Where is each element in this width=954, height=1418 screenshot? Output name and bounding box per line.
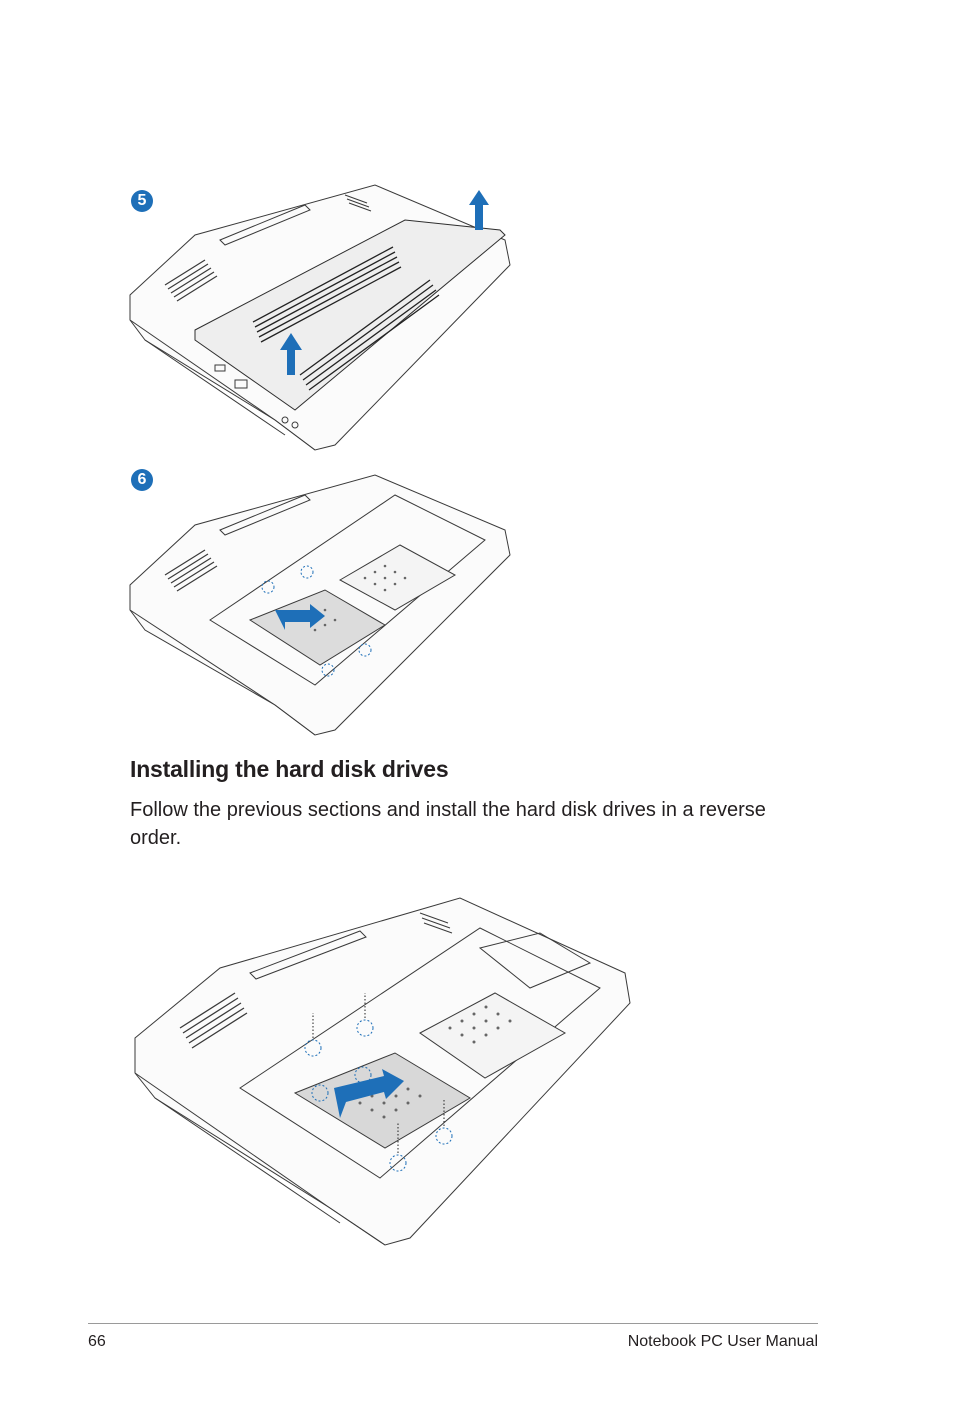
step-5-badge: 5 — [131, 190, 153, 212]
step-6-illustration-remove-hdd-screws — [129, 474, 511, 736]
section-body: Follow the previous sections and install… — [130, 799, 766, 849]
section-title: Installing the hard disk drives — [130, 756, 449, 782]
manual-title: Notebook PC User Manual — [627, 1333, 818, 1350]
page-number: 66 — [88, 1333, 106, 1350]
step-5-illustration-remove-bottom-cover — [129, 184, 511, 451]
step-6-badge: 6 — [131, 469, 153, 491]
install-hdd-illustration — [134, 897, 631, 1246]
footer-divider — [88, 1323, 818, 1324]
